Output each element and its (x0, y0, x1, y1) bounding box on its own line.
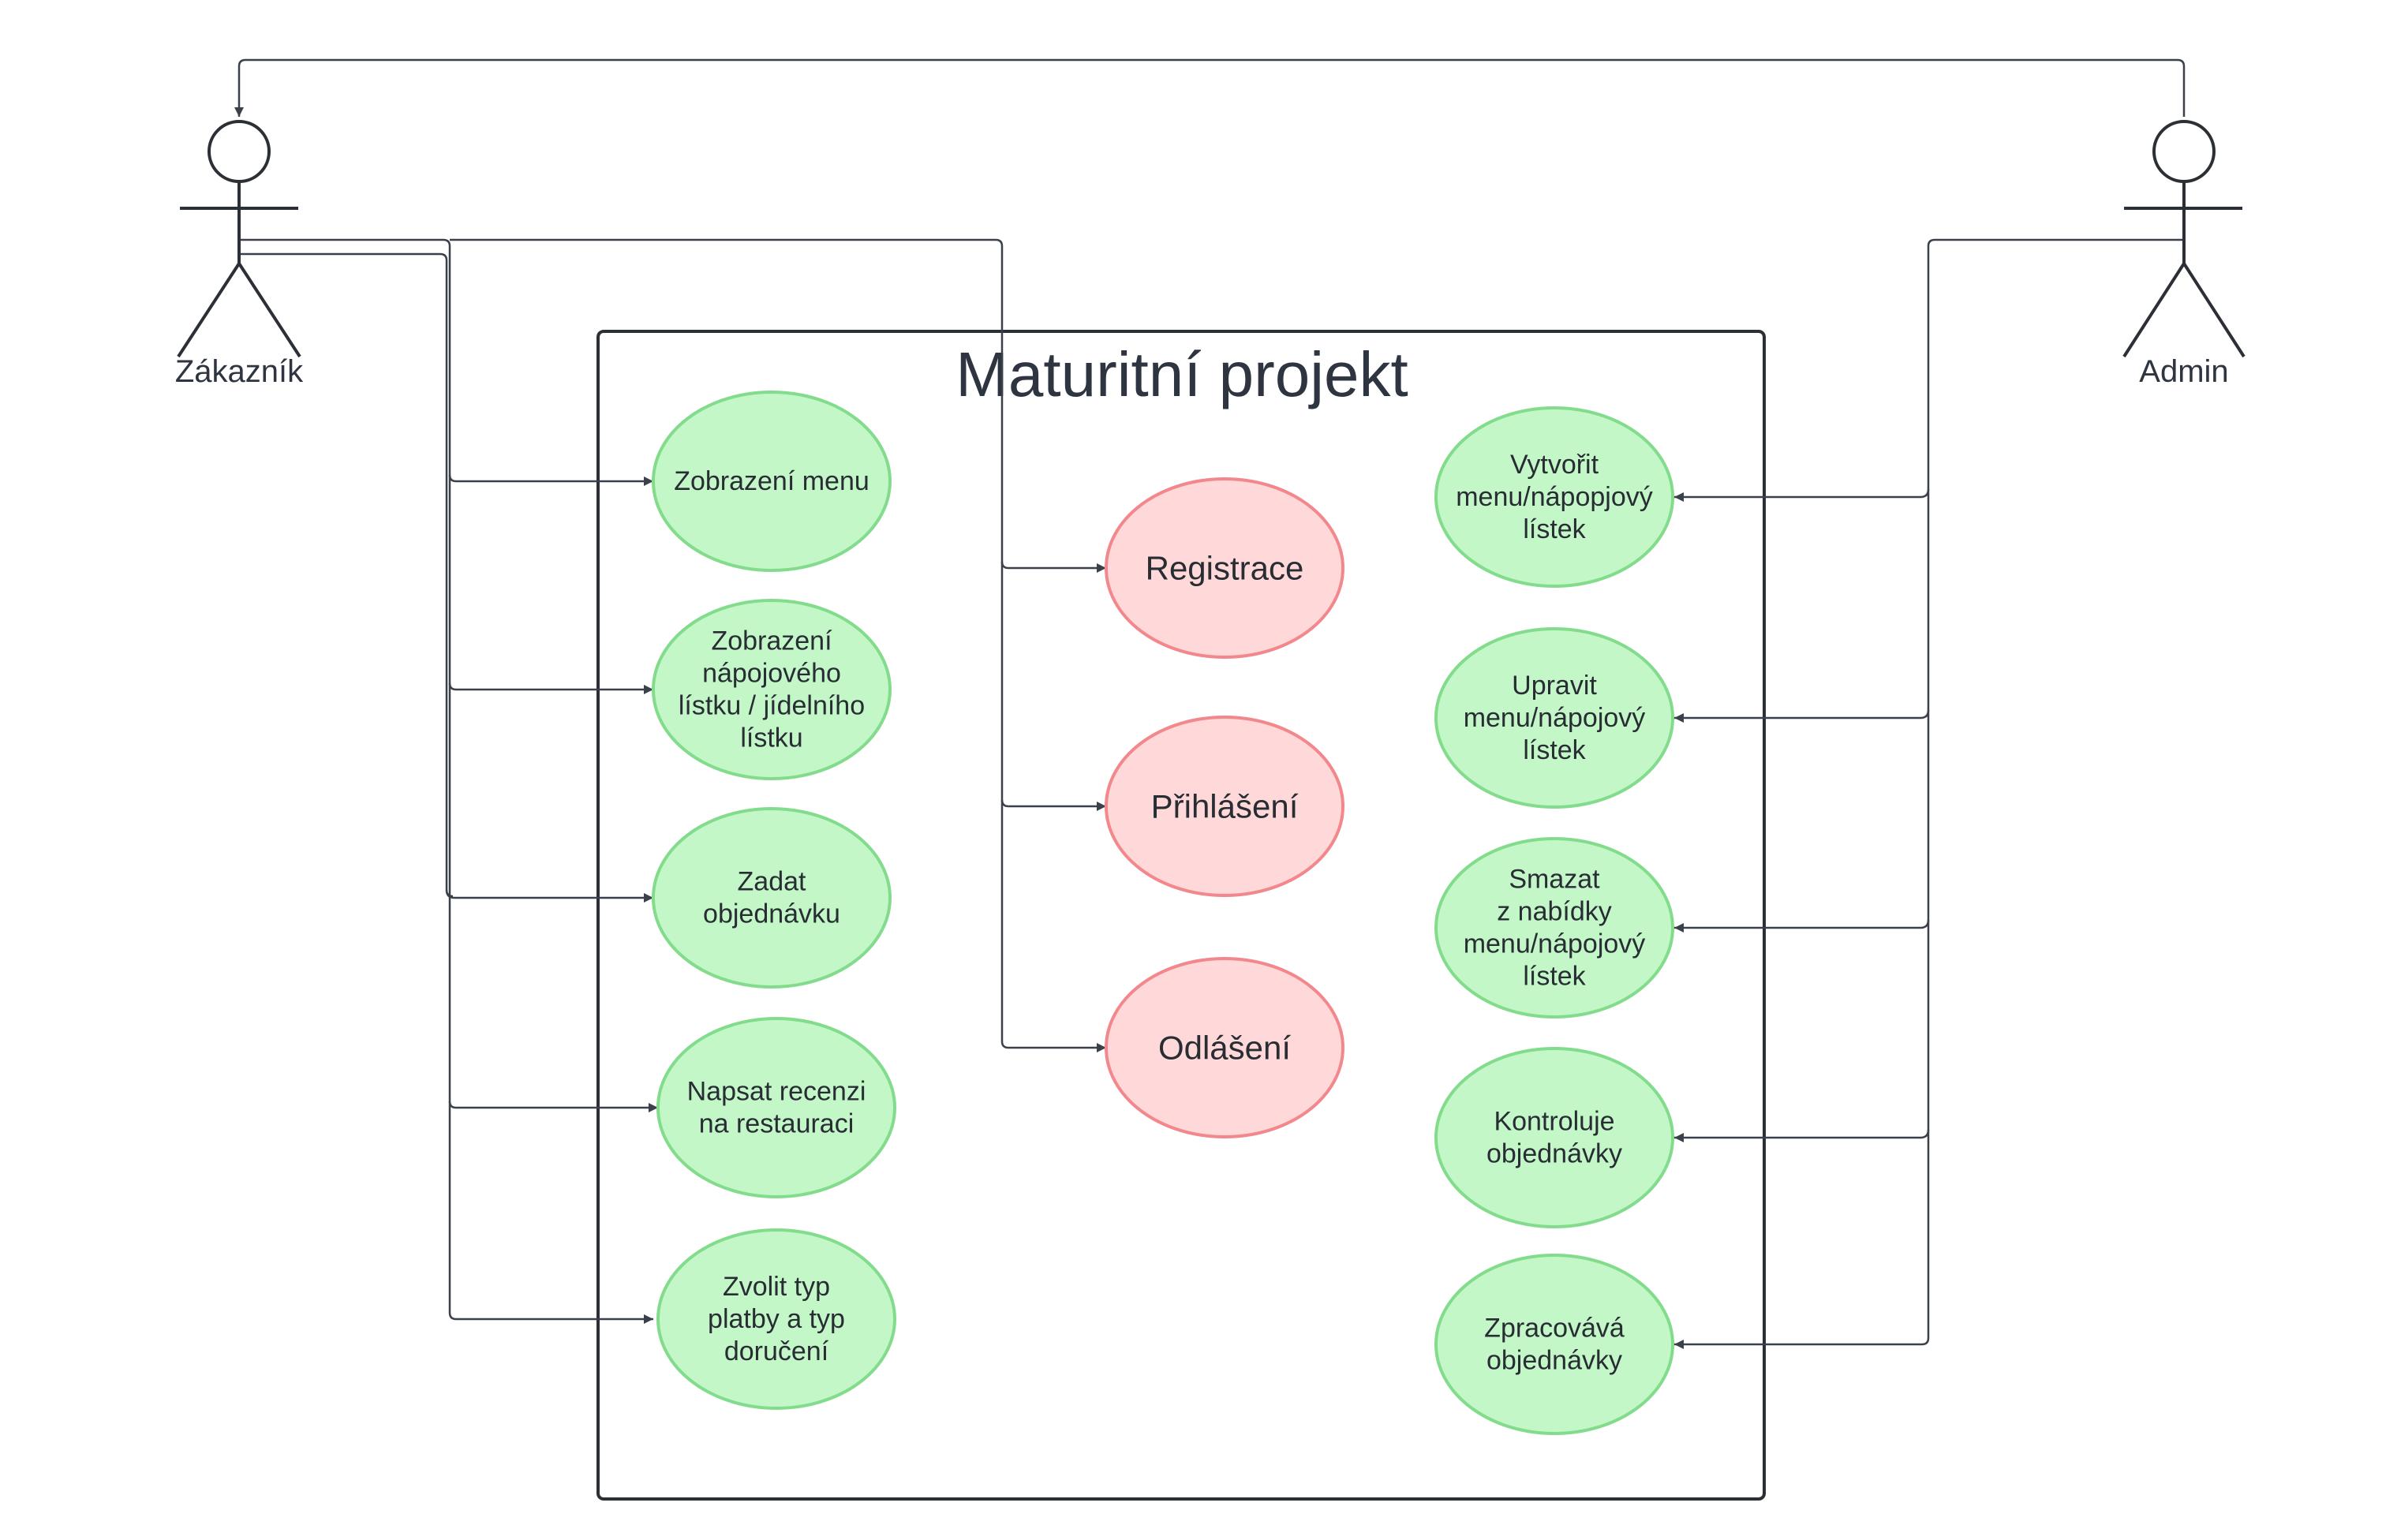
admin-use-case-label: menu/nápojový (1464, 929, 1646, 959)
connector-customer-trunk-2 (238, 252, 454, 898)
connector-to-napsat-recenzi (448, 1101, 658, 1112)
connector-to-kontroluje (1674, 1129, 1930, 1142)
customer-use-case-label: Zvolit typ (723, 1272, 830, 1302)
customer-use-case-ellipse (652, 807, 892, 989)
customer-use-case-label: objednávku (703, 899, 840, 929)
admin-use-case-label: menu/nápojový (1464, 703, 1646, 733)
customer-use-case-label: Napsat recenzi (687, 1077, 866, 1107)
customer-use-case-label: na restauraci (699, 1109, 854, 1139)
customer-use-case-label: lístku / jídelního (679, 691, 865, 721)
admin-use-case-label: z nabídky (1497, 897, 1612, 927)
connector-to-upravit (1674, 709, 1930, 723)
customer-use-case-ellipse (656, 1017, 896, 1198)
admin-use-case-label: lístek (1523, 735, 1586, 765)
admin-use-case-label: Upravit (1512, 671, 1597, 701)
auth-use-case: Přihlášení (1105, 716, 1344, 897)
admin-use-case-label: lístek (1523, 962, 1586, 992)
system-title: Maturitní projekt (955, 339, 1408, 409)
admin-use-case-label: menu/nápopjový (1456, 482, 1653, 512)
connector-customer-auth-trunk (450, 238, 1106, 1052)
admin-use-case-label: Smazat (1509, 865, 1600, 895)
customer-use-case-ellipse (656, 1228, 896, 1410)
connectors (234, 58, 2186, 1349)
connector-to-zobrazeni-menu (448, 474, 653, 486)
connector-to-smazat (1674, 919, 1930, 933)
use-cases: Zobrazení menuZobrazenínápojovéholístku … (652, 391, 1674, 1435)
customer-use-case-label: lístku (740, 723, 802, 753)
admin-use-case-ellipse (1434, 1047, 1674, 1228)
customer-use-case-label: Zobrazení (711, 626, 832, 656)
admin-use-case-ellipse (1434, 627, 1674, 809)
connector-to-prihlaseni (1000, 799, 1106, 811)
customer-use-case: Zobrazení menu (652, 391, 892, 572)
admin-use-case-label: objednávky (1486, 1139, 1622, 1169)
admin-use-case-label: lístek (1523, 514, 1586, 544)
admin-use-case-label: objednávky (1486, 1346, 1622, 1376)
customer-use-case-ellipse (652, 391, 892, 572)
actor-admin-head (2152, 120, 2216, 183)
connector-to-registrace (1000, 561, 1106, 573)
customer-use-case-label: platby a typ (708, 1304, 845, 1334)
admin-use-case-label: Kontroluje (1494, 1107, 1614, 1137)
admin-use-case-ellipse (1434, 837, 1674, 1019)
actor-customer (177, 120, 301, 358)
actor-admin-label: Admin (2139, 354, 2228, 389)
admin-use-case-ellipse (1434, 1254, 1674, 1435)
actor-admin (2122, 120, 2246, 358)
auth-use-case-ellipse (1105, 477, 1344, 659)
system-boundary (596, 330, 1766, 1501)
customer-use-case-label: doručení (724, 1336, 829, 1366)
customer-use-case-label: Zadat (738, 867, 806, 897)
actor-customer-label: Zákazník (175, 354, 304, 389)
auth-use-case-label: Registrace (1146, 550, 1304, 587)
customer-use-case-label: nápojového (702, 659, 841, 689)
connector-admin-to-customer (234, 58, 2186, 117)
auth-use-case-ellipse (1105, 716, 1344, 897)
connector-to-zobrazeni-listku (448, 682, 653, 694)
auth-use-case-ellipse (1105, 957, 1344, 1138)
auth-use-case-label: Přihlášení (1151, 788, 1299, 825)
connector-to-vytvorit (1674, 488, 1930, 502)
connector-customer-trunk (238, 238, 653, 1324)
admin-use-case-label: Zpracovává (1484, 1314, 1625, 1344)
auth-use-case: Odlášení (1105, 957, 1344, 1138)
actor-customer-head (208, 120, 271, 183)
admin-use-case-label: Vytvořit (1510, 450, 1599, 480)
connector-to-zadat-objednavku (445, 889, 653, 903)
auth-use-case: Registrace (1105, 477, 1344, 659)
customer-use-case-ellipse (652, 599, 892, 780)
admin-use-case-ellipse (1434, 406, 1674, 588)
auth-use-case-label: Odlášení (1158, 1030, 1291, 1067)
customer-use-case-label: Zobrazení menu (674, 466, 869, 496)
connector-admin-trunk (1674, 238, 2184, 1349)
